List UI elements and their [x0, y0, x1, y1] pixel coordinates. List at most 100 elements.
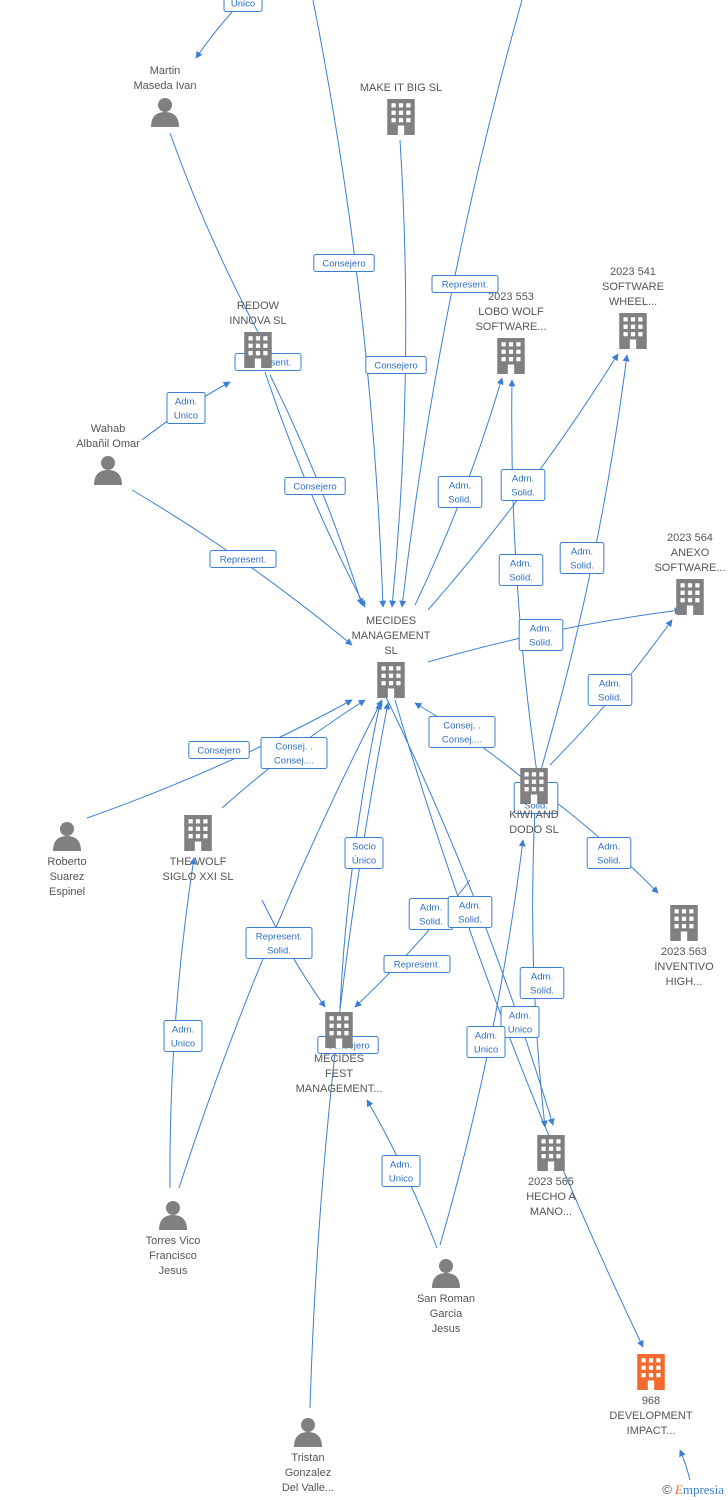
edge-label-box [466, 1026, 506, 1058]
edge-label-16[interactable]: Consej. .Consej.... [428, 716, 496, 748]
edge-label-0[interactable]: Unico [223, 0, 263, 12]
edge-label-6[interactable]: Consejero [284, 477, 346, 495]
edge-label-18[interactable]: Adm.Solid. [586, 837, 632, 869]
edge-label-8[interactable]: Adm. Solid. [500, 469, 546, 501]
node-label: Del Valle... [282, 1482, 334, 1494]
building-icon [619, 313, 647, 349]
edge-label-text: Solid. [458, 915, 482, 926]
node-label: Roberto [47, 856, 86, 868]
node-makeitbig[interactable]: MAKE IT BIG SL [360, 82, 442, 135]
node-label: KIWI AND [509, 809, 559, 821]
node-anexo[interactable]: 2023 564ANEXOSOFTWARE... [654, 532, 726, 615]
edge-label-text: Adm. [530, 624, 552, 635]
edge-label-29[interactable]: Adm.Unico [381, 1155, 421, 1187]
edge-label-text: Solid. [530, 986, 554, 997]
edge-label-22[interactable]: Adm. Solid. [447, 896, 493, 928]
edge-label-12[interactable]: Adm. Solid. [518, 619, 564, 651]
node-label: Albañil Omar [76, 438, 140, 450]
edge-label-15[interactable]: Consej. .Consej.... [260, 737, 328, 769]
node-label: 2023 564 [667, 532, 713, 544]
edge-label-text: Adm. [512, 474, 534, 485]
edge-label-box [500, 469, 546, 501]
node-label: Tristan [291, 1452, 324, 1464]
edge-label-text: Unico [508, 1025, 532, 1036]
node-label: San Roman [417, 1293, 475, 1305]
edge-label-box [428, 716, 496, 748]
edge-label-3[interactable]: Consejero [365, 356, 427, 374]
node-label: IMPACT... [627, 1425, 676, 1437]
node-label: MECIDES [366, 615, 416, 627]
node-label: 968 [642, 1395, 660, 1407]
edge-label-21[interactable]: Adm.Solid. [408, 898, 454, 930]
node-dev968[interactable]: 968DEVELOPMENTIMPACT... [609, 1354, 693, 1437]
edge-label-26[interactable]: Adm.Unico [163, 1020, 203, 1052]
node-label: WHEEL... [609, 296, 657, 308]
edge-label-box [223, 0, 263, 12]
node-label: DODO SL [509, 824, 559, 836]
edge-label-25[interactable]: Adm.Unico [500, 1006, 540, 1038]
node-inventivo[interactable]: 2023 563INVENTIVOHIGH... [654, 905, 714, 988]
edge-label-11[interactable]: Adm.Solid. [559, 542, 605, 574]
edge-label-9[interactable]: Represent. [209, 550, 277, 568]
edge-label-23[interactable]: Represent. [383, 955, 451, 973]
person-icon [94, 456, 122, 485]
node-kiwi[interactable]: KIWI AND DODO SL [509, 768, 559, 836]
edge-label-text: Solid. [524, 801, 548, 812]
edge-label-text: Solid. [597, 856, 621, 867]
edge-label-box [500, 1006, 540, 1038]
edge-label-text: Represent. [256, 932, 302, 943]
edge-label-7[interactable]: Adm.Solid. [437, 476, 483, 508]
edge-label-text: Solid. [598, 693, 622, 704]
node-label: MAKE IT BIG SL [360, 82, 442, 94]
edge-label-10[interactable]: Adm.Solid. [498, 554, 544, 586]
building-icon [244, 332, 272, 368]
node-label: Jesus [159, 1265, 188, 1277]
node-label: HIGH... [666, 976, 703, 988]
edge-label-24[interactable]: Adm.Solid. [519, 967, 565, 999]
node-fest[interactable]: MECIDESFESTMANAGEMENT... [296, 1012, 383, 1095]
edge-label-text: Consejero [293, 482, 336, 493]
edge-label-28[interactable]: Adm.Unico [466, 1026, 506, 1058]
node-label: ANEXO [671, 547, 710, 559]
node-sw541[interactable]: 2023 541SOFTWAREWHEEL... [602, 266, 664, 349]
building-icon [325, 1012, 353, 1048]
edge-label-text: Solid. [529, 638, 553, 649]
building-icon [637, 1354, 665, 1390]
edge-label-20[interactable]: Represent.Solid. [245, 927, 313, 959]
edge-label-1[interactable]: Consejero [313, 254, 375, 272]
edge-label-text: Adm. [449, 481, 471, 492]
edge-label-text: Represent. [394, 960, 440, 971]
edge-label-13[interactable]: Adm.Solid. [587, 674, 633, 706]
edge-label-text: Consej. . [443, 721, 481, 732]
edge-label-text: Represent. [442, 280, 488, 291]
copyright-symbol: © [662, 1482, 672, 1497]
edge-label-box [518, 619, 564, 651]
building-icon [670, 905, 698, 941]
edge-label-box [209, 550, 277, 568]
edge-label-14[interactable]: Consejero [188, 741, 250, 759]
edge-label-2[interactable]: Represent. [431, 275, 499, 293]
edge-label-text: Adm. [459, 901, 481, 912]
edge-label-5[interactable]: Adm.Unico [166, 392, 206, 424]
edge-label-box [284, 477, 346, 495]
edge-label-text: Consejero [374, 361, 417, 372]
node-label: Jesus [432, 1323, 461, 1335]
node-label: INVENTIVO [654, 961, 714, 973]
node-label: Martin [150, 65, 181, 77]
edge-label-text: Solid. [511, 488, 535, 499]
edge-label-text: Unico [474, 1045, 498, 1056]
